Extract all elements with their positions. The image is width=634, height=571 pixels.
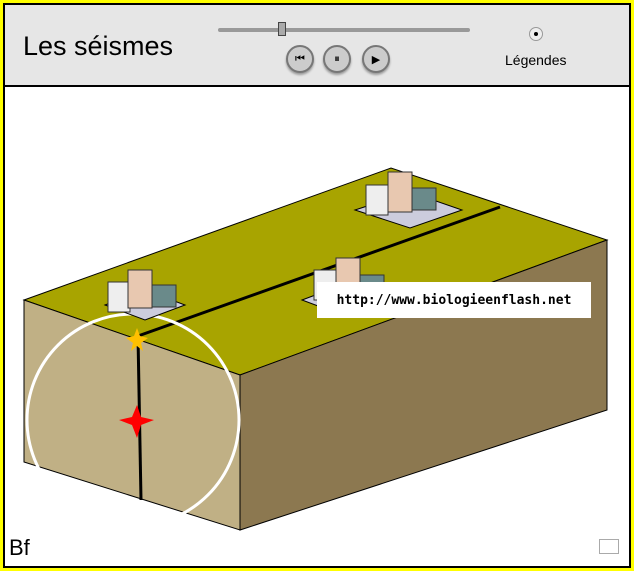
epicenter-star (126, 328, 148, 351)
legend-label: Légendes (505, 52, 567, 68)
city-3 (353, 171, 464, 229)
earthquake-scene (22, 167, 609, 531)
legend-toggle[interactable] (529, 27, 543, 41)
rewind-icon: ⏮ (295, 52, 305, 65)
bf-logo: Bf (9, 535, 30, 560)
rewind-button[interactable]: ⏮ (286, 45, 314, 73)
mail-icon[interactable] (599, 539, 619, 554)
hypocenter-star (119, 405, 154, 438)
app-frame: Les séismes ⏮ ⏸ ▶ Légendes http://www.bi… (3, 3, 631, 568)
website-url: http://www.biologieenflash.net (317, 282, 591, 318)
timeline-thumb[interactable] (278, 22, 286, 36)
pause-button[interactable]: ⏸ (323, 45, 351, 73)
page-title: Les séismes (23, 31, 174, 61)
play-button[interactable]: ▶ (362, 45, 390, 73)
pause-icon: ⏸ (334, 52, 340, 65)
play-icon: ▶ (371, 53, 381, 66)
timeline-slider[interactable] (218, 28, 470, 32)
city-1 (103, 269, 187, 321)
header: Les séismes ⏮ ⏸ ▶ Légendes (5, 5, 629, 87)
